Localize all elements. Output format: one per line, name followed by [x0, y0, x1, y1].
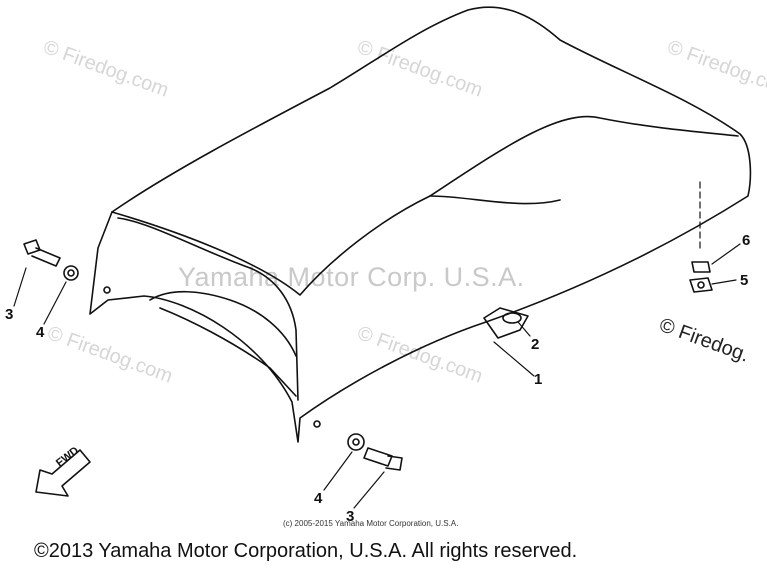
bracket	[483, 307, 529, 339]
seat-top-curve	[111, 115, 739, 296]
nut-6	[691, 261, 711, 273]
callout-6: 6	[742, 232, 751, 249]
washer-bottom	[347, 433, 365, 451]
seat-side-curve	[429, 195, 561, 205]
watermark-yamaha: Yamaha Motor Corp. U.S.A.	[178, 262, 525, 292]
leader-5	[711, 279, 737, 285]
seat-inner-edge	[159, 307, 297, 397]
leader-3-left	[13, 267, 27, 307]
bolt-left	[23, 239, 61, 267]
callout-4-bottom: 4	[314, 490, 323, 507]
leader-6	[711, 243, 741, 265]
mount-hole-left	[103, 286, 111, 294]
leader-4-left	[43, 281, 67, 325]
fwd-arrow	[35, 449, 91, 497]
callout-3-left: 3	[5, 306, 14, 323]
washer-left	[63, 265, 79, 281]
mount-hole-right	[313, 420, 321, 428]
nut-5	[689, 277, 713, 293]
callout-2: 2	[531, 336, 540, 353]
leader-3-bottom	[353, 471, 385, 509]
seat-front-cavity	[117, 217, 299, 401]
footer-copyright: ©2013 Yamaha Motor Corporation, U.S.A. A…	[34, 540, 578, 562]
bolt-bottom	[363, 447, 403, 471]
seat-underside	[149, 290, 297, 357]
seat-outline	[89, 6, 752, 443]
leader-2	[517, 321, 531, 337]
callout-1: 1	[534, 371, 543, 388]
callout-3-bottom: 3	[346, 508, 355, 525]
callout-5: 5	[740, 272, 749, 289]
leader-4-bottom	[323, 451, 353, 491]
leader-1	[493, 341, 535, 377]
bracket-hole	[502, 312, 522, 324]
inner-copyright: (c) 2005-2015 Yamaha Motor Corporation, …	[283, 519, 459, 528]
callout-4-left: 4	[36, 324, 45, 341]
